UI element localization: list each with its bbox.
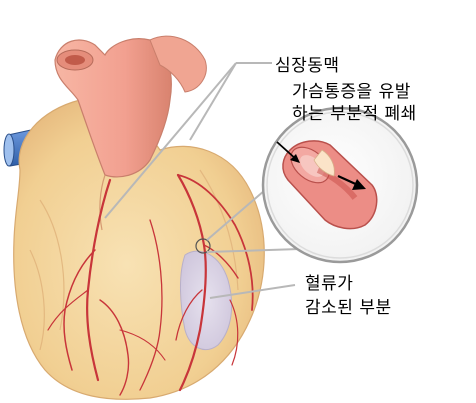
reduced-flow-label-line2: 감소된 부분 [305,297,392,319]
coronary-artery-label: 심장동맥 [275,55,340,77]
partial-blockage-label-line2: 하는 부분적 폐쇄 [292,103,417,125]
reduced-flow-label-line1: 혈류가 [305,273,353,295]
partial-blockage-label-line1: 가슴통증을 유발 [292,81,411,103]
magnified-artery-view [263,108,417,262]
